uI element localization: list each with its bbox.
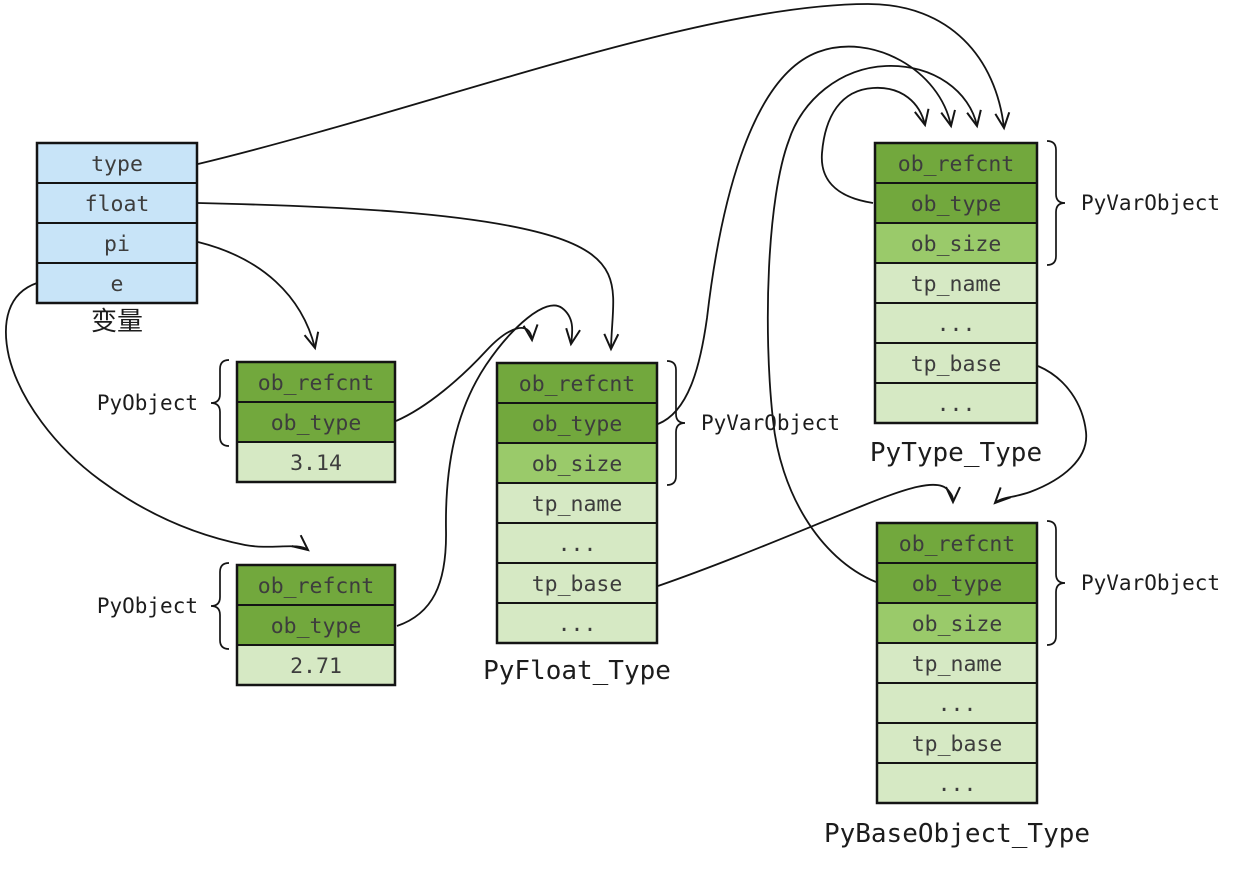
pyfloat-type-struct: ob_refcnt ob_type ob_size tp_name ... tp… (483, 360, 840, 686)
pytype-ellipsis-2-label: ... (937, 392, 976, 417)
pybase-pyvarobject-label: PyVarObject (1081, 571, 1220, 595)
pybase-pyvarobject-brace (1046, 520, 1066, 646)
float-object-e: ob_refcnt ob_type 2.71 PyObject (97, 562, 397, 687)
e-obj-row-ob-type (236, 604, 396, 646)
e-obj-pyobject-brace (210, 562, 230, 650)
pi-obj-row-ob-type (236, 401, 396, 443)
arrow-pyfloat-obtype-to-pytype (657, 45, 956, 425)
arrow-pytype-tpbase-to-pybase (993, 365, 1087, 505)
arrow-var-float-to-pyfloat (197, 202, 620, 352)
variables-row-e-label: e (111, 272, 124, 297)
variables-table-border (35, 141, 199, 305)
pyfloat-border (495, 361, 659, 645)
pybase-ellipsis-2-label: ... (938, 772, 977, 797)
pi-obj-value-label: 3.14 (290, 451, 342, 476)
pytype-pyvarobject-brace (1046, 140, 1066, 266)
pi-obj-pyobject-label: PyObject (97, 391, 198, 415)
variables-row-e (36, 262, 198, 304)
pybase-ob-size-label: ob_size (912, 612, 1003, 637)
arrow-var-e-to-float-object (5, 282, 310, 552)
pyfloat-pyvarobject-label: PyVarObject (701, 411, 840, 435)
pybase-row-ellipsis-2 (876, 762, 1038, 804)
pyfloat-tp-name-label: tp_name (532, 492, 623, 517)
pi-obj-ob-refcnt-label: ob_refcnt (258, 371, 375, 396)
pytype-row-tp-base (874, 342, 1038, 384)
pytype-type-title: PyType_Type (870, 438, 1042, 468)
pyfloat-tp-base-label: tp_base (532, 572, 623, 597)
pytype-border (873, 141, 1039, 425)
variables-row-float (36, 182, 198, 224)
pytype-ob-refcnt-label: ob_refcnt (898, 152, 1015, 177)
pytype-ob-type-label: ob_type (911, 192, 1002, 217)
e-obj-ob-refcnt-label: ob_refcnt (258, 574, 375, 599)
variables-row-float-label: float (85, 192, 150, 217)
pytype-row-tp-name (874, 262, 1038, 304)
pybaseobject-type-struct: ob_refcnt ob_type ob_size tp_name ... tp… (824, 520, 1220, 849)
pyfloat-ellipsis-1-label: ... (558, 532, 597, 557)
variables-row-pi-label: pi (104, 232, 130, 257)
pyfloat-row-ob-refcnt (496, 362, 658, 404)
arrow-pi-obtype-to-pyfloat (395, 324, 539, 422)
pybaseobject-type-title: PyBaseObject_Type (824, 819, 1090, 849)
float-object-pi: ob_refcnt ob_type 3.14 PyObject (97, 359, 397, 484)
pytype-type-struct: ob_refcnt ob_type ob_size tp_name ... tp… (870, 140, 1220, 468)
arrow-var-type-to-pytype (197, 3, 1011, 165)
pyfloat-pyvarobject-brace (666, 360, 686, 486)
arrow-pyfloat-tpbase-to-pybase (657, 483, 961, 587)
arrow-var-pi-to-float-object (197, 241, 320, 351)
pi-obj-border (235, 360, 397, 484)
pybase-ob-type-label: ob_type (912, 572, 1003, 597)
pybase-ob-refcnt-label: ob_refcnt (899, 532, 1016, 557)
e-obj-border (235, 563, 397, 687)
pyfloat-ellipsis-2-label: ... (558, 612, 597, 637)
pybase-border (875, 521, 1039, 805)
e-obj-pyobject-label: PyObject (97, 594, 198, 618)
pytype-ob-size-label: ob_size (911, 232, 1002, 257)
pybase-tp-base-label: tp_base (912, 732, 1003, 757)
pybase-row-tp-base (876, 722, 1038, 764)
pybase-row-ob-refcnt (876, 522, 1038, 564)
pytype-tp-base-label: tp_base (911, 352, 1002, 377)
arrow-e-obtype-to-pyfloat (396, 304, 581, 627)
variables-table-caption: 变量 (91, 307, 143, 337)
pi-obj-pyobject-brace (210, 359, 230, 447)
arrow-pytype-obtype-self-loop (820, 87, 930, 204)
variables-row-type-label: type (91, 152, 143, 177)
pi-obj-ob-type-label: ob_type (271, 411, 362, 436)
pytype-row-ob-type (874, 182, 1038, 224)
pyfloat-ob-refcnt-label: ob_refcnt (519, 372, 636, 397)
pybase-ellipsis-1-label: ... (938, 692, 977, 717)
arrow-pybase-obtype-to-pytype (766, 65, 982, 583)
pi-obj-row-value (236, 441, 396, 483)
variables-table: type float pi e 变量 (35, 141, 199, 337)
pytype-ellipsis-1-label: ... (937, 312, 976, 337)
pyfloat-ob-type-label: ob_type (532, 412, 623, 437)
pyfloat-type-title: PyFloat_Type (483, 656, 671, 686)
variables-row-type (36, 142, 198, 184)
pytype-pyvarobject-label: PyVarObject (1081, 191, 1220, 215)
pointer-arrows (5, 3, 1087, 627)
pybase-tp-name-label: tp_name (912, 652, 1003, 677)
e-obj-ob-type-label: ob_type (271, 614, 362, 639)
pyfloat-row-ob-type (496, 402, 658, 444)
pytype-tp-name-label: tp_name (911, 272, 1002, 297)
pyfloat-ob-size-label: ob_size (532, 452, 623, 477)
e-obj-value-label: 2.71 (290, 654, 342, 679)
